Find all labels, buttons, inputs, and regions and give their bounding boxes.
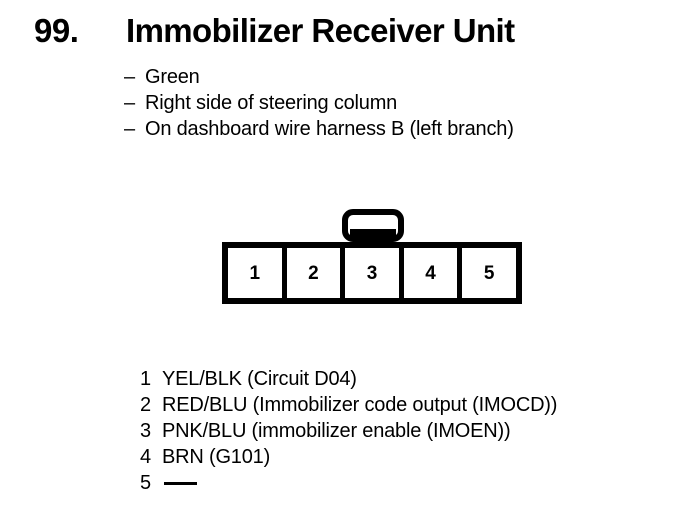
description-item: – On dashboard wire harness B (left bran…	[124, 116, 664, 142]
legend-row: 5	[140, 470, 660, 496]
description-list: – Green – Right side of steering column …	[124, 64, 664, 142]
connector-body: 1 2 3 4 5	[222, 242, 522, 304]
description-item-label: Green	[145, 66, 200, 88]
description-item: – Green	[124, 64, 664, 90]
legend-pin-number: 5	[140, 472, 152, 494]
legend-row: 2 RED/BLU (Immobilizer code output (IMOC…	[140, 392, 660, 418]
pin-legend-list: 1 YEL/BLK (Circuit D04) 2 RED/BLU (Immob…	[140, 366, 660, 496]
dash-bullet-icon: –	[124, 118, 135, 140]
connector-latch-stem	[359, 229, 387, 245]
description-item-label: Right side of steering column	[145, 92, 398, 114]
legend-pin-description: PNK/BLU (immobilizer enable (IMOEN))	[162, 420, 511, 442]
description-item-label: On dashboard wire harness B (left branch…	[145, 118, 514, 140]
legend-row: 4 BRN (G101)	[140, 444, 660, 470]
dash-bullet-icon: –	[124, 92, 135, 114]
connector-pin-cell: 4	[403, 248, 458, 298]
legend-pin-description: BRN (G101)	[162, 446, 271, 468]
legend-pin-number: 4	[140, 446, 152, 468]
connector-diagram: 1 2 3 4 5	[222, 209, 522, 304]
connector-pin-cell: 1	[228, 248, 282, 298]
connector-pin-cell: 5	[462, 248, 516, 298]
item-number: 99.	[34, 12, 79, 49]
legend-pin-number: 3	[140, 420, 152, 442]
page-title: Immobilizer Receiver Unit	[126, 12, 515, 49]
legend-pin-unused-dash-icon	[164, 482, 197, 485]
legend-pin-description: YEL/BLK (Circuit D04)	[162, 368, 357, 390]
legend-row: 3 PNK/BLU (immobilizer enable (IMOEN))	[140, 418, 660, 444]
legend-pin-description: RED/BLU (Immobilizer code output (IMOCD)…	[162, 394, 558, 416]
legend-pin-number: 1	[140, 368, 152, 390]
connector-pin-cell: 3	[345, 248, 399, 298]
legend-pin-number: 2	[140, 394, 152, 416]
description-item: – Right side of steering column	[124, 90, 664, 116]
connector-pin-cell: 2	[286, 248, 341, 298]
legend-row: 1 YEL/BLK (Circuit D04)	[140, 366, 660, 392]
dash-bullet-icon: –	[124, 66, 135, 88]
